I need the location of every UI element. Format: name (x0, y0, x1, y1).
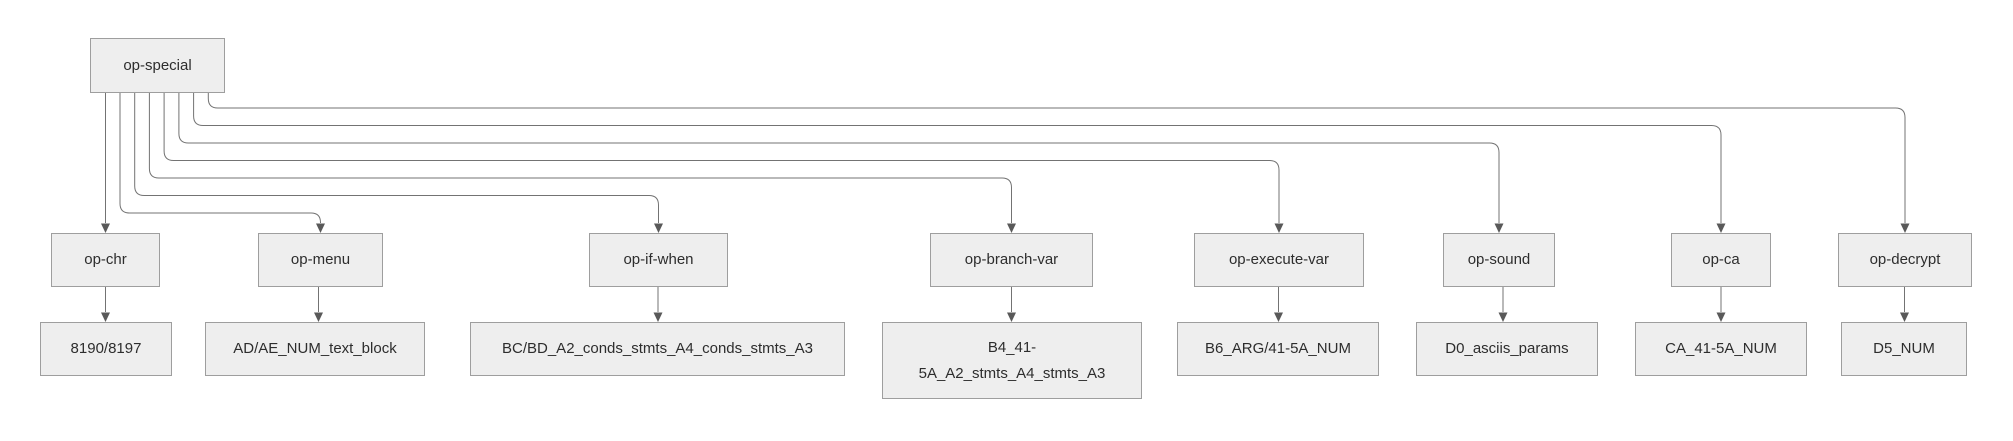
node-label: B6_ARG/41-5A_NUM (1205, 340, 1351, 357)
edge-op-ca-to-leaf (1716, 287, 1726, 322)
edge-op-special-to-op-ca (193, 93, 1726, 233)
edge-op-sound-to-leaf (1498, 287, 1508, 322)
node-op-execute-var: op-execute-var (1194, 233, 1364, 287)
node-op-if-when: op-if-when (589, 233, 728, 287)
node-label: op-ca (1702, 251, 1740, 268)
node-label: BC/BD_A2_conds_stmts_A4_conds_stmts_A3 (502, 340, 813, 357)
node-label: AD/AE_NUM_text_block (233, 340, 397, 357)
node-label: op-chr (84, 251, 127, 268)
node-label: D0_asciis_params (1445, 340, 1569, 357)
edge-op-execute-var-to-leaf (1274, 287, 1283, 322)
node-op-sound: op-sound (1443, 233, 1555, 287)
node-label: op-decrypt (1869, 251, 1941, 268)
node-leaf-ad-ae-num-text-block: AD/AE_NUM_text_block (205, 322, 425, 376)
node-label: op-if-when (623, 251, 694, 268)
node-label: 8190/8197 (70, 340, 142, 357)
node-op-decrypt: op-decrypt (1838, 233, 1972, 287)
edge-op-decrypt-to-leaf (1900, 287, 1909, 322)
node-leaf-ca-41-5a-num: CA_41-5A_NUM (1635, 322, 1807, 376)
node-op-branch-var: op-branch-var (930, 233, 1093, 287)
edge-op-if-when-to-leaf (653, 287, 663, 322)
node-leaf-d5-num: D5_NUM (1841, 322, 1967, 376)
node-label: op-execute-var (1228, 251, 1330, 268)
edge-op-menu-to-leaf (314, 287, 323, 322)
node-leaf-b6-arg-41-5a-num: B6_ARG/41-5A_NUM (1177, 322, 1379, 376)
node-label: op-special (123, 56, 192, 74)
node-label: op-menu (290, 251, 351, 268)
edge-op-special-to-op-decrypt (207, 93, 1910, 233)
node-label: op-sound (1467, 251, 1531, 268)
node-label: op-branch-var (964, 251, 1059, 268)
node-label: CA_41-5A_NUM (1665, 340, 1777, 357)
node-label: B4_41-5A_A2_stmts_A4_stmts_A3 (918, 338, 1106, 382)
node-op-special: op-special (90, 38, 225, 93)
edge-op-branch-var-to-leaf (1007, 287, 1016, 322)
node-op-ca: op-ca (1671, 233, 1771, 287)
node-leaf-8190-8197: 8190/8197 (40, 322, 172, 376)
node-op-chr: op-chr (51, 233, 160, 287)
node-leaf-b4-41-5a-stmts: B4_41-5A_A2_stmts_A4_stmts_A3 (882, 322, 1142, 399)
node-leaf-bc-bd-conds-stmts: BC/BD_A2_conds_stmts_A4_conds_stmts_A3 (470, 322, 845, 376)
edge-op-special-to-op-execute-var (163, 93, 1284, 233)
edge-op-special-to-op-branch-var (148, 93, 1016, 233)
edge-op-special-to-op-menu (119, 93, 325, 233)
edge-op-special-to-op-chr (101, 93, 110, 233)
node-label: D5_NUM (1873, 340, 1935, 357)
node-leaf-d0-asciis-params: D0_asciis_params (1416, 322, 1598, 376)
node-op-menu: op-menu (258, 233, 383, 287)
edge-op-chr-to-leaf (101, 287, 110, 322)
edge-op-special-to-op-if-when (134, 93, 663, 233)
edge-op-special-to-op-sound (178, 93, 1504, 233)
